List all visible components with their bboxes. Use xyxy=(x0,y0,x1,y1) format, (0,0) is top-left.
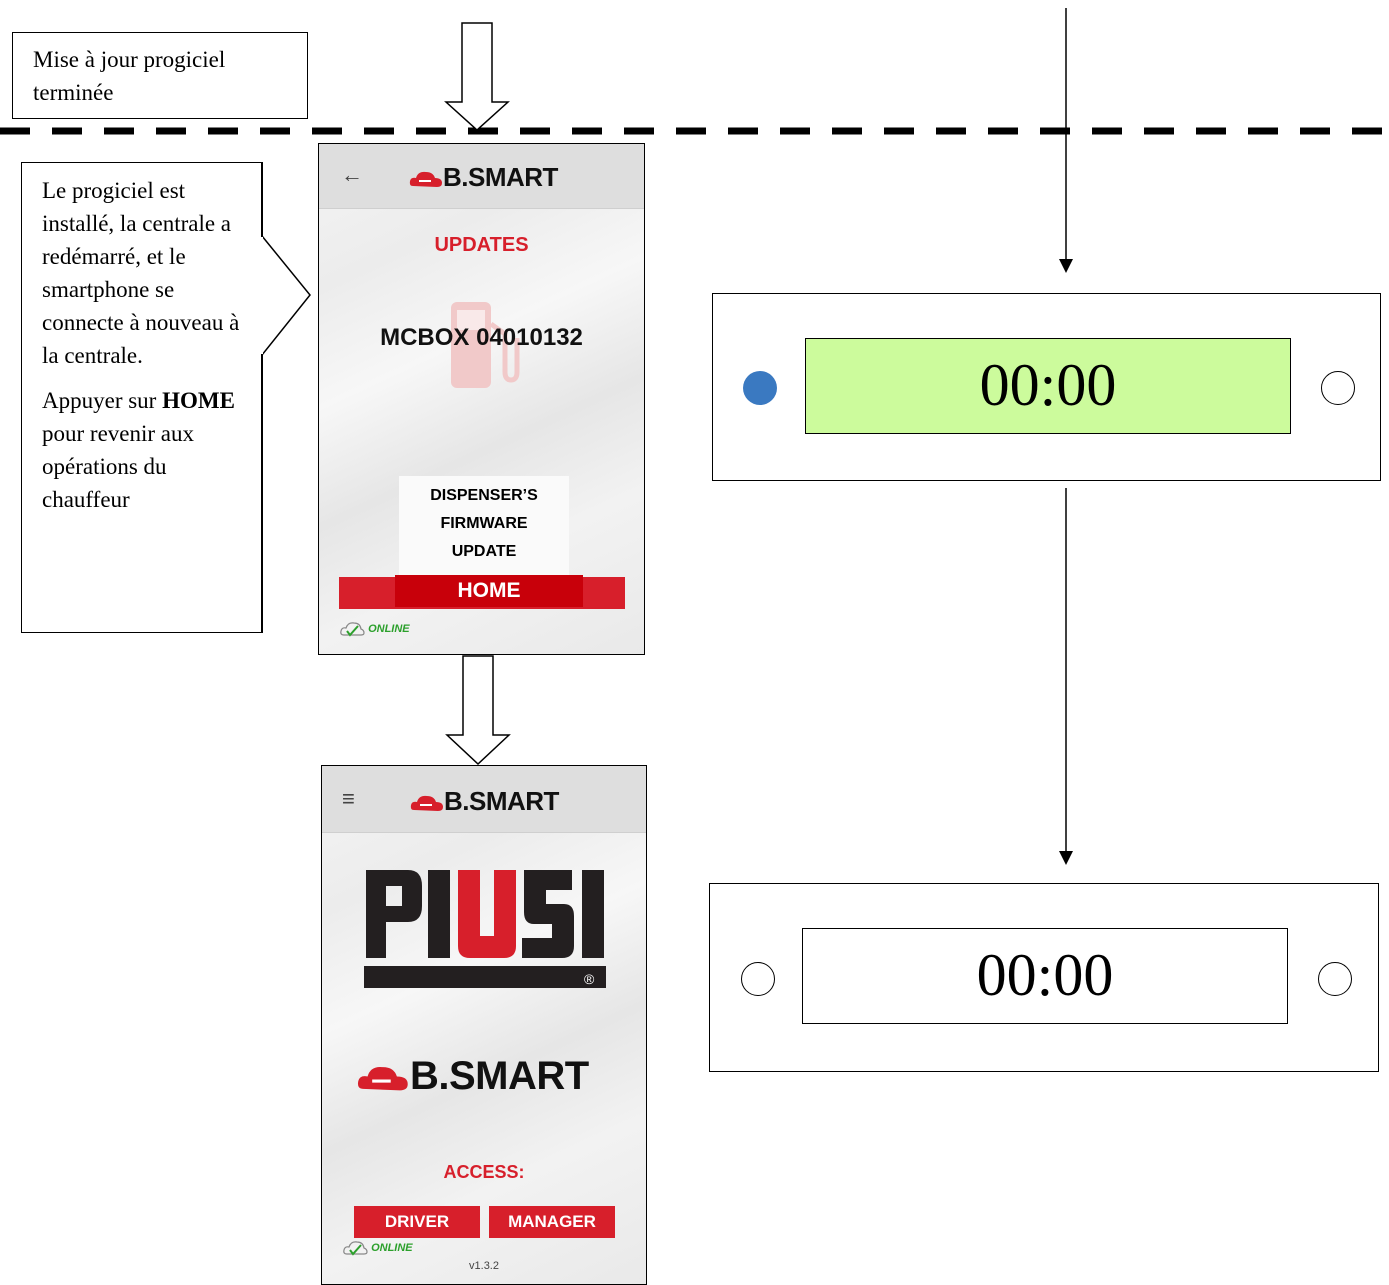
callout-update-complete: Mise à jour progiciel terminée xyxy=(12,32,308,119)
home-button[interactable]: HOME xyxy=(395,575,583,607)
app-header: ← B.SMART xyxy=(319,144,644,209)
version-label: v1.3.2 xyxy=(469,1260,499,1272)
menu-icon[interactable]: ≡ xyxy=(342,786,355,811)
brand-text-large: B.SMART xyxy=(410,1054,589,1098)
dispenser-line-2: FIRMWARE xyxy=(440,515,528,532)
callout-border-bottom xyxy=(261,354,263,633)
updates-title: UPDATES xyxy=(434,234,529,256)
device-panel-idle: 00:00 xyxy=(709,883,1379,1072)
registered-mark: ® xyxy=(584,971,595,987)
status-led-left-off xyxy=(741,962,775,996)
status-led-right-off xyxy=(1318,962,1352,996)
app-header-home: ≡ B.SMART xyxy=(322,766,646,833)
arrowhead-middle xyxy=(1059,851,1073,865)
callout-paragraph-2: Appuyer sur HOME pour revenir aux opérat… xyxy=(42,384,243,516)
time-display-idle: 00:00 xyxy=(802,928,1288,1024)
cloud-logo-icon xyxy=(410,796,443,812)
cloud-check-icon xyxy=(343,1241,368,1256)
online-text: ONLINE xyxy=(368,622,410,635)
bsmart-logo-small: B.SMART xyxy=(410,786,559,817)
bsmart-logo: B.SMART xyxy=(409,162,558,193)
callout-instructions: Le progiciel est installé, la centrale a… xyxy=(21,162,263,633)
time-display-active: 00:00 xyxy=(805,338,1291,434)
phone-home-screen: ≡ B.SMART ® B.SMART ACCESS: DRIVER MANAG… xyxy=(321,765,647,1285)
dispenser-line-3: UPDATE xyxy=(451,543,517,560)
callout-p2-bold: HOME xyxy=(162,388,235,413)
cloud-logo-icon xyxy=(409,172,442,188)
piusi-logo: ® xyxy=(364,866,608,992)
driver-button[interactable]: DRIVER xyxy=(354,1206,480,1238)
callout-p2-after: pour revenir aux opérations du chauffeur xyxy=(42,421,194,512)
device-panel-active: 00:00 xyxy=(712,293,1381,481)
hollow-arrow-down-middle xyxy=(445,655,511,766)
callout-paragraph-1: Le progiciel est installé, la centrale a… xyxy=(42,178,240,368)
cloud-logo-large-icon xyxy=(357,1067,408,1091)
dispenser-line-1: DISPENSER’S xyxy=(430,487,538,504)
hollow-arrow-down-top xyxy=(444,22,510,132)
status-led-right-off xyxy=(1321,371,1355,405)
brand-text-home: B.SMART xyxy=(444,786,559,816)
online-status-home: ONLINE xyxy=(342,1239,413,1257)
brand-text: B.SMART xyxy=(443,162,558,192)
cloud-check-icon xyxy=(340,622,365,637)
bsmart-logo-large: B.SMART xyxy=(356,1054,589,1099)
access-label: ACCESS: xyxy=(443,1162,525,1182)
device-name: MCBOX 04010132 xyxy=(380,324,583,351)
callout-border-top xyxy=(261,162,263,237)
online-text-home: ONLINE xyxy=(371,1241,413,1254)
callout-p2-before: Appuyer sur xyxy=(42,388,163,413)
fuel-pump-icon xyxy=(451,302,520,388)
status-led-left-on xyxy=(743,371,777,405)
callout-update-complete-text: Mise à jour progiciel terminée xyxy=(33,47,226,105)
callout-pointer xyxy=(261,233,311,358)
dispenser-firmware-update-button[interactable]: DISPENSER’S FIRMWARE UPDATE xyxy=(399,476,569,576)
piusi-logo-graphic: ® xyxy=(364,870,606,988)
manager-button[interactable]: MANAGER xyxy=(489,1206,615,1238)
arrowhead-top xyxy=(1059,259,1073,273)
phone-updates-screen: ← B.SMART UPDATES MCBOX 04010132 DISPENS… xyxy=(318,143,645,655)
online-status: ONLINE xyxy=(339,620,410,638)
back-arrow-icon[interactable]: ← xyxy=(341,162,363,187)
